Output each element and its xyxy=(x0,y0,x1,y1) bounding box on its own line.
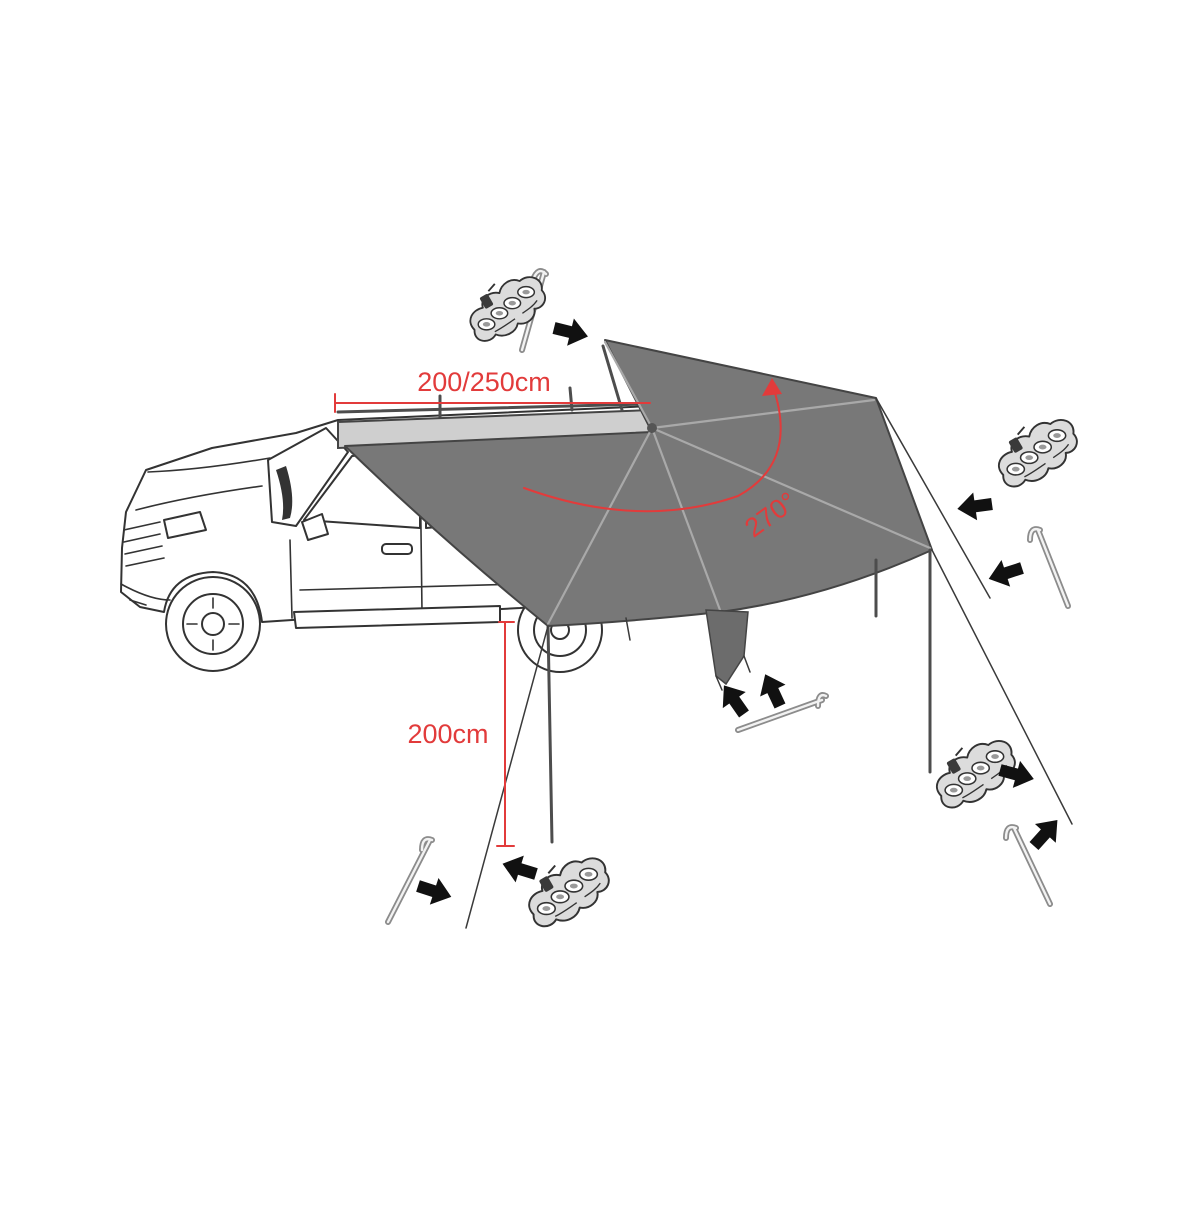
arrow-icon xyxy=(984,554,1027,593)
height-label: 200cm xyxy=(407,719,488,749)
peg-icon xyxy=(385,836,435,925)
sandbag-icon xyxy=(469,276,547,343)
arrow-icon xyxy=(550,314,592,351)
sandbag-icon xyxy=(528,857,610,928)
top-strut xyxy=(601,344,624,412)
arrow-icon xyxy=(1023,810,1068,856)
rotation-arc xyxy=(523,383,782,513)
windshield-wiper xyxy=(276,466,293,520)
sandbag-icon xyxy=(997,418,1079,488)
front-left-pole xyxy=(546,624,554,844)
arrow-icon xyxy=(413,872,456,911)
awning-ribs xyxy=(546,340,932,626)
pegs xyxy=(385,268,1071,925)
side-mirror xyxy=(301,513,329,541)
arrow-icon xyxy=(498,850,541,888)
length-label: 200/250cm xyxy=(417,367,551,397)
hood-line xyxy=(147,457,271,473)
height-dimension: 200cm xyxy=(407,621,515,847)
awning xyxy=(337,339,1073,929)
rotation-arrowhead xyxy=(762,378,782,396)
length-dimension: 200/250cm xyxy=(334,367,651,413)
door-handle xyxy=(381,543,413,555)
length-dimension-line xyxy=(334,393,651,413)
guy-line-right-upper xyxy=(875,397,991,599)
sleeve-strings xyxy=(625,617,751,691)
roof-rack-rail xyxy=(336,402,650,414)
arrow-icon xyxy=(752,668,793,712)
center-sleeve xyxy=(705,609,749,686)
roof-rack-post xyxy=(438,386,574,420)
headlight xyxy=(163,511,207,539)
arrow-icon xyxy=(955,490,994,523)
peg-icon xyxy=(1027,526,1071,609)
front-bumper xyxy=(120,583,171,606)
front-grille xyxy=(123,521,165,567)
awning-hub xyxy=(647,423,657,433)
peg-icon xyxy=(1003,824,1053,907)
front-wheel xyxy=(165,576,261,672)
height-dimension-line xyxy=(496,621,515,847)
peg-icon xyxy=(735,692,829,733)
guy-line-front xyxy=(465,625,549,929)
hood-crease xyxy=(135,485,263,511)
guy-line-right-lower xyxy=(931,549,1073,825)
